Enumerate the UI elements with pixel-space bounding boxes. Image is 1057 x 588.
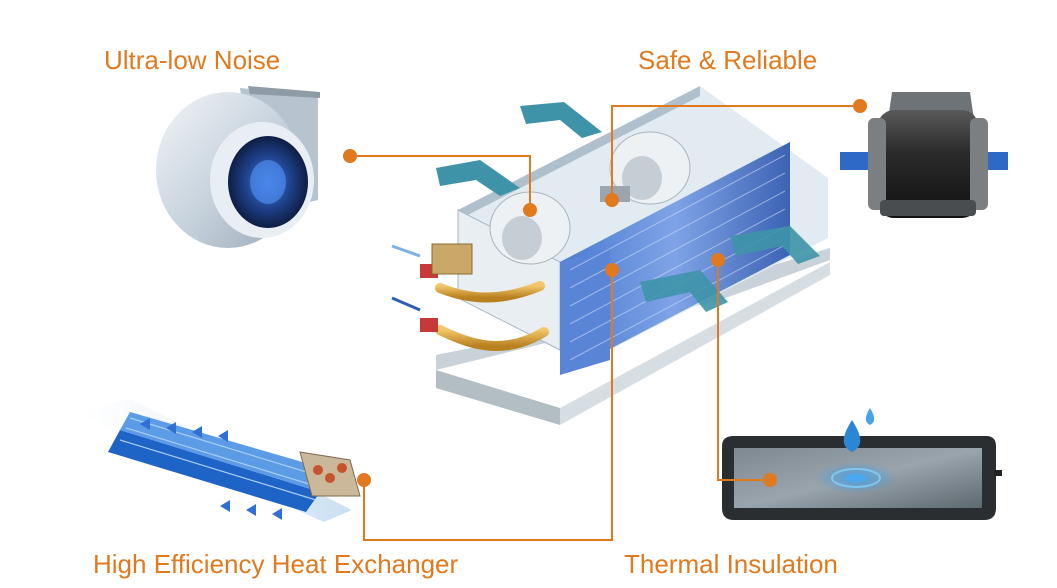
dot-heat-start <box>357 473 371 487</box>
label-safe-reliable: Safe & Reliable <box>638 45 818 75</box>
leader-lines <box>350 105 860 541</box>
leader-line-safe <box>611 105 860 200</box>
dot-thermal-end <box>763 473 777 487</box>
leader-line-thermal <box>717 260 770 481</box>
label-high-efficiency: High Efficiency Heat Exchanger <box>93 549 459 579</box>
drain-pan-icon <box>722 436 1002 520</box>
dot-heat-end <box>605 263 619 277</box>
dot-noise-end <box>523 203 537 217</box>
water-drop-icon <box>843 408 875 452</box>
dot-thermal-start <box>711 253 725 267</box>
leader-line-noise <box>350 155 531 210</box>
label-ultra-low-noise: Ultra-low Noise <box>104 45 281 75</box>
dot-noise-start <box>343 149 357 163</box>
dot-safe-end <box>853 99 867 113</box>
label-thermal-insulation: Thermal Insulation <box>624 549 838 579</box>
leader-dots <box>343 99 867 487</box>
heat-exchanger-coil-icon <box>80 398 361 522</box>
fan-coil-unit <box>391 86 830 425</box>
blower-fan-icon <box>156 86 320 248</box>
dot-safe-start <box>605 193 619 207</box>
leader-line-heat <box>363 270 613 541</box>
motor-icon <box>840 92 1008 218</box>
